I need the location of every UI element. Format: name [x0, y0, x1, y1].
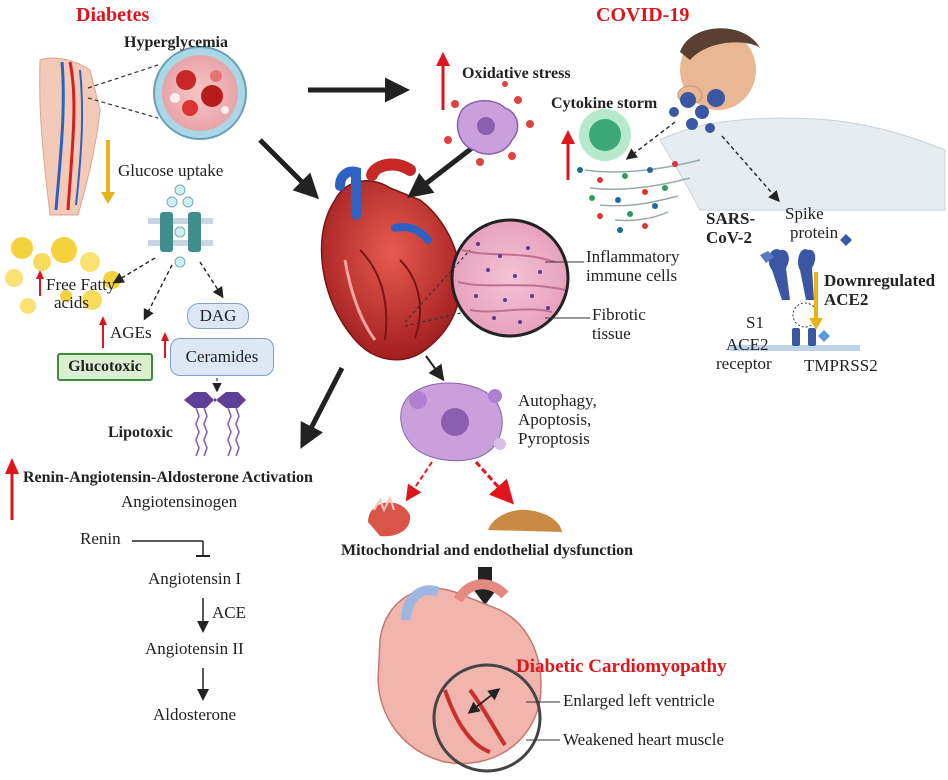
lipotoxic-label: Lipotoxic: [108, 424, 173, 441]
dag-box: DAG: [187, 303, 249, 329]
leg-vessels-illustration: [39, 57, 101, 216]
fibrotic-tissue-circle: [450, 218, 570, 338]
renin-label: Renin: [80, 529, 121, 548]
ace2-receptor-label-line1: ACE2: [726, 335, 769, 354]
damaged-mitochondria-icon: [368, 495, 411, 537]
enlarged-left-ventricle-label: Enlarged left ventricle: [563, 691, 715, 710]
weakened-heart-muscle-label: Weakened heart muscle: [563, 730, 724, 749]
ace-label: ACE: [212, 603, 246, 622]
pyroptosis-label: Pyroptosis: [518, 429, 590, 448]
angiotensin-i-label: Angiotensin I: [148, 569, 242, 588]
diabetic-cardiomyopathy-title: Diabetic Cardiomyopathy: [516, 656, 727, 677]
oxidative-stress-label: Oxidative stress: [462, 65, 571, 82]
free-fatty-acids-label-line1: Free Fatty: [46, 275, 116, 294]
ace2-receptor-label-line2: receptor: [716, 354, 772, 373]
hyperglycemia-vessel-icon: [153, 46, 247, 140]
sars-cov2-label-line2: CoV-2: [706, 228, 752, 247]
glucotoxic-box: Glucotoxic: [57, 353, 153, 381]
fibrotic-label-line2: tissue: [592, 324, 631, 343]
angiotensinogen-label: Angiotensinogen: [121, 492, 238, 511]
cytokine-up-arrow: [561, 130, 575, 144]
fibrotic-label-line1: Fibrotic: [592, 305, 646, 324]
downregulated-ace2-label-line1: Downregulated: [824, 271, 936, 290]
ace2-receptor-illustration: [730, 234, 860, 351]
inflammatory-label-line1: Inflammatory: [586, 247, 680, 266]
arrow-hyperglycemia-to-heart: [258, 138, 320, 200]
s1-label: S1: [746, 313, 764, 332]
sars-cov2-label-line1: SARS-: [706, 209, 756, 228]
ceramides-box: Ceramides: [170, 338, 274, 376]
cardiomyopathy-heart-illustration: [377, 579, 542, 765]
coughing-person-illustration: [659, 28, 946, 211]
glucose-uptake-label: Glucose uptake: [118, 161, 224, 180]
free-fatty-acids-label-line2: acids: [54, 293, 89, 312]
central-heart-illustration: [320, 158, 462, 361]
ceramide-molecule-icon: [184, 392, 246, 457]
up-arrows-red: [36, 270, 169, 358]
virus-particles-icon: [669, 89, 725, 133]
raas-up-arrow: [5, 458, 19, 474]
spike-protein-label-line2: protein: [790, 223, 839, 242]
diabetes-title: Diabetes: [76, 4, 150, 26]
arrow-oxidative-to-heart: [407, 146, 474, 199]
aldosterone-label: Aldosterone: [153, 705, 237, 724]
tmprss2-label: TMPRSS2: [804, 356, 878, 375]
inflammatory-label-line2: immune cells: [586, 266, 678, 285]
glucose-transporter-icon: [148, 184, 213, 268]
cell-death-illustration: [400, 382, 506, 462]
oxidative-stress-cell-icon: [444, 81, 534, 166]
cytokine-storm-icon: [577, 109, 701, 233]
apoptosis-label: Apoptosis,: [518, 410, 592, 429]
arrow-heart-to-raas: [300, 366, 345, 449]
ages-label: AGEs: [110, 323, 152, 342]
arrow-heart-to-cell-death: [425, 355, 445, 382]
cytokine-storm-label: Cytokine storm: [551, 95, 658, 112]
ace2-down-arrow: [809, 318, 823, 330]
spike-protein-label-line1: Spike: [785, 204, 824, 223]
ventricle-highlight-circle: [432, 663, 542, 773]
oxidative-up-arrow: [436, 52, 450, 66]
raas-activation-label: Renin-Angiotensin-Aldosterone Activation: [23, 469, 313, 486]
hyperglycemia-label: Hyperglycemia: [124, 34, 228, 51]
angiotensin-ii-label: Angiotensin II: [145, 639, 244, 658]
covid-title: COVID-19: [596, 4, 690, 26]
damaged-endothelium-icon: [488, 509, 562, 532]
downregulated-ace2-label-line2: ACE2: [824, 290, 869, 309]
mito-endothelial-dysfunction-label: Mitochondrial and endothelial dysfunctio…: [341, 542, 634, 559]
autophagy-label: Autophagy,: [518, 391, 597, 410]
